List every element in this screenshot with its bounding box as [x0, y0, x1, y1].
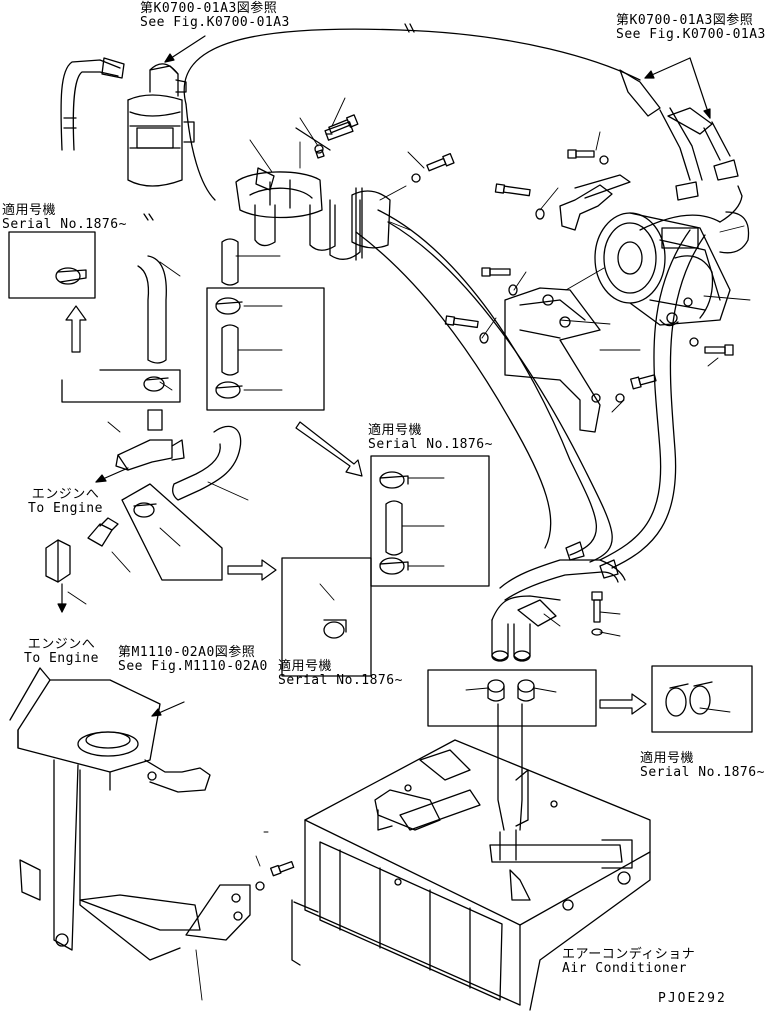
callout-contents: [56, 268, 712, 716]
serial-label-right: 適用号機 Serial No.1876~: [640, 752, 765, 780]
engine-jp: エンジンへ: [31, 487, 100, 502]
bolts-and-washers: [256, 115, 733, 890]
heater-hose-assembly: [492, 560, 625, 830]
callout-boxes: [9, 232, 752, 732]
serial-en: Serial No.1876~: [2, 217, 127, 232]
ref-jp: 第M1110-02A0図参照: [118, 645, 256, 660]
ref-jp: 第K0700-01A3図参照: [616, 13, 754, 28]
ac-jp: エアーコンディショナ: [562, 947, 696, 962]
serial-jp: 適用号機: [2, 203, 57, 218]
serial-label-lower-center: 適用号機 Serial No.1876~: [278, 660, 403, 688]
serial-jp: 適用号機: [278, 659, 333, 674]
engine-en: To Engine: [24, 651, 99, 666]
ref-jp: 第K0700-01A3図参照: [140, 1, 278, 16]
ref-en: See Fig.M1110-02A0: [118, 659, 268, 674]
refrigerant-hoses: [144, 24, 705, 568]
engine-label-lower: エンジンへ To Engine: [24, 638, 99, 666]
ref-label-top-right: 第K0700-01A3図参照 See Fig.K0700-01A3: [616, 14, 766, 42]
leader-lines: [68, 98, 750, 1000]
serial-en: Serial No.1876~: [368, 437, 493, 452]
ref-en: See Fig.K0700-01A3: [140, 15, 290, 30]
serial-en: Serial No.1876~: [278, 673, 403, 688]
hose-clamp-marks: [566, 70, 738, 578]
ref-en: See Fig.K0700-01A3: [616, 27, 766, 42]
air-conditioner-unit: [292, 740, 650, 1010]
drain-hose-parts: [46, 239, 241, 582]
serial-label-upper-left: 適用号機 Serial No.1876~: [2, 204, 127, 232]
hose-clamps-top: [236, 122, 390, 260]
compressor: [595, 186, 749, 326]
serial-label-center: 適用号機 Serial No.1876~: [368, 424, 493, 452]
support-frame: [10, 668, 250, 960]
serial-jp: 適用号機: [368, 423, 423, 438]
ac-en: Air Conditioner: [562, 961, 687, 976]
serial-jp: 適用号機: [640, 751, 695, 766]
ref-label-top-left: 第K0700-01A3図参照 See Fig.K0700-01A3: [140, 2, 290, 30]
compressor-brackets: [505, 175, 630, 432]
engine-en: To Engine: [28, 501, 103, 516]
arrows: [58, 36, 710, 716]
drawing-code: PJOE292: [658, 991, 727, 1006]
receiver-drier: [61, 58, 194, 186]
engine-jp: エンジンへ: [27, 637, 96, 652]
ref-label-mid-left: 第M1110-02A0図参照 See Fig.M1110-02A0: [118, 646, 268, 674]
air-conditioner-label: エアーコンディショナ Air Conditioner: [562, 948, 695, 976]
serial-en: Serial No.1876~: [640, 765, 765, 780]
engine-label-upper: エンジンへ To Engine: [28, 488, 103, 516]
